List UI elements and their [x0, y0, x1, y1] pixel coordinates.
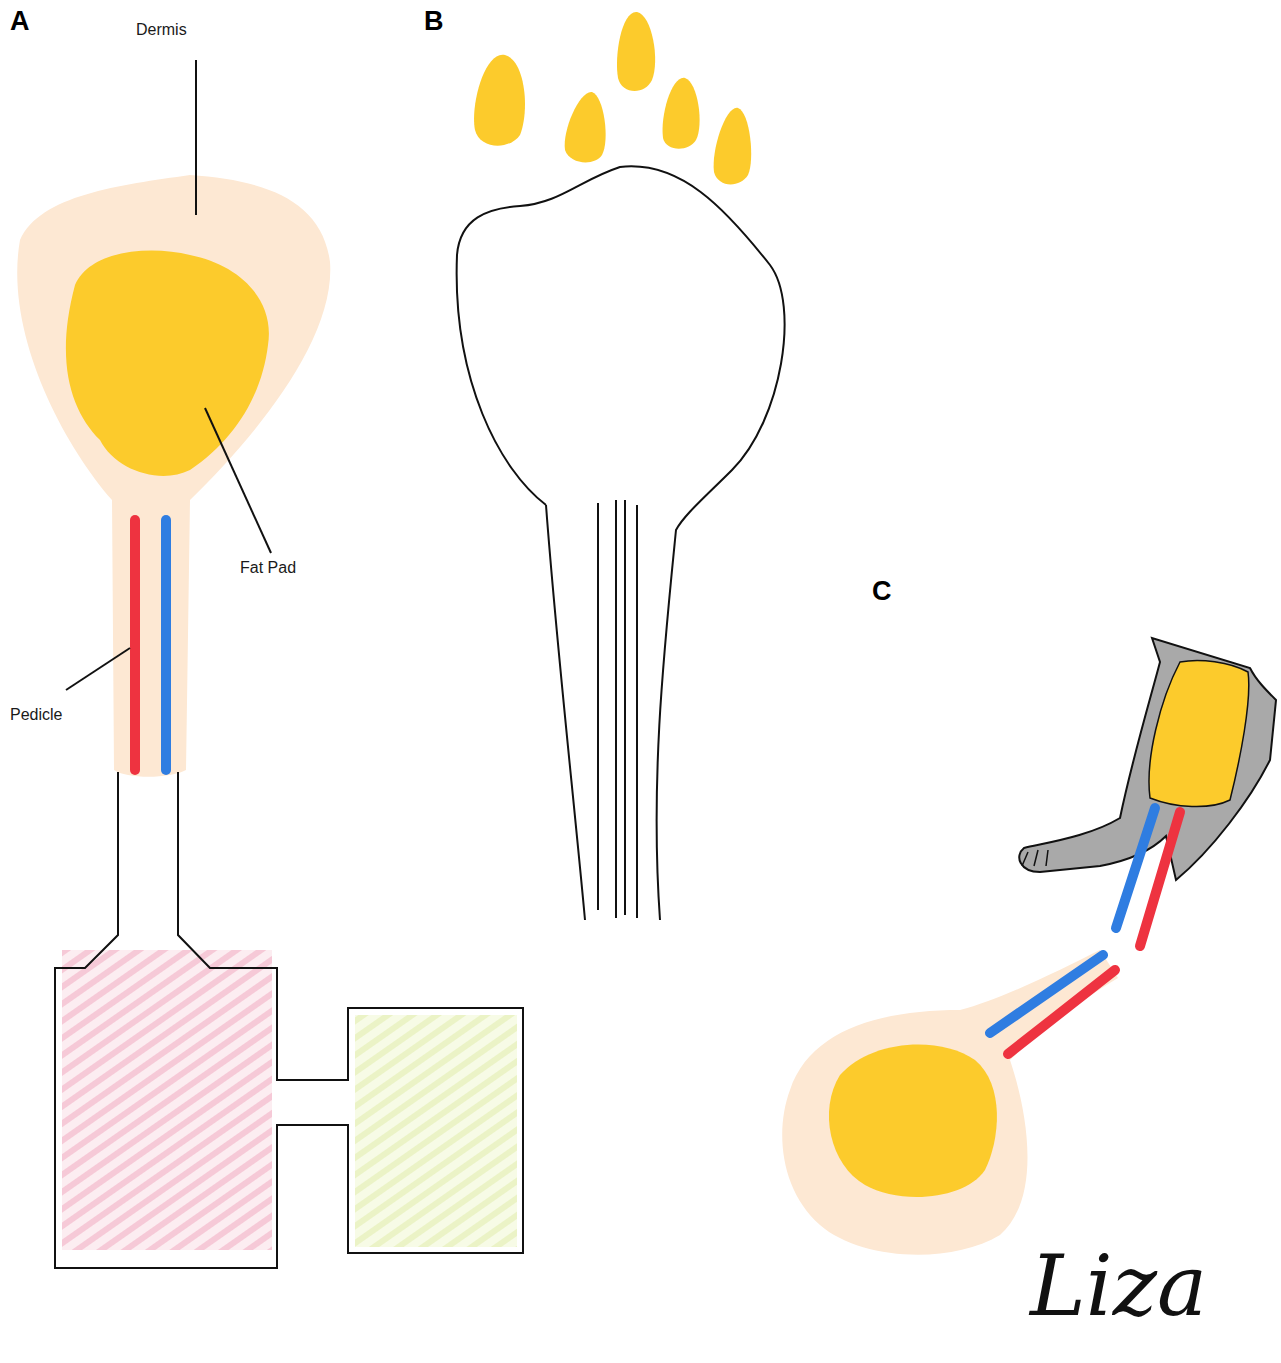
signature: Liza — [1030, 1238, 1207, 1335]
leader-line — [205, 408, 271, 553]
panel-letter: B — [424, 6, 444, 37]
chamber-fill — [62, 950, 272, 1250]
dermis-flap — [782, 950, 1118, 1255]
part-label: Pedicle — [10, 706, 62, 724]
panel-letter: A — [10, 6, 30, 37]
leader-line — [66, 648, 130, 690]
fat-pad — [66, 250, 269, 475]
fat-pad — [829, 1044, 997, 1197]
pedicle-artery — [1140, 812, 1180, 946]
pedicle-artery — [1008, 970, 1115, 1054]
leader-line — [195, 60, 197, 215]
panel-letter: C — [872, 576, 892, 607]
chamber-fill — [355, 1015, 517, 1247]
dermis-flap — [17, 175, 330, 777]
chamber-outline — [55, 772, 523, 1268]
pedicle-vein — [161, 520, 171, 770]
pedicle-artery — [130, 520, 140, 770]
fat-pad — [1149, 660, 1249, 806]
part-label: Fat Pad — [240, 559, 296, 577]
paw-outline — [457, 166, 785, 920]
part-label: Dermis — [136, 21, 187, 39]
mouse-toes — [1022, 850, 1048, 866]
toe-pads — [474, 12, 751, 184]
